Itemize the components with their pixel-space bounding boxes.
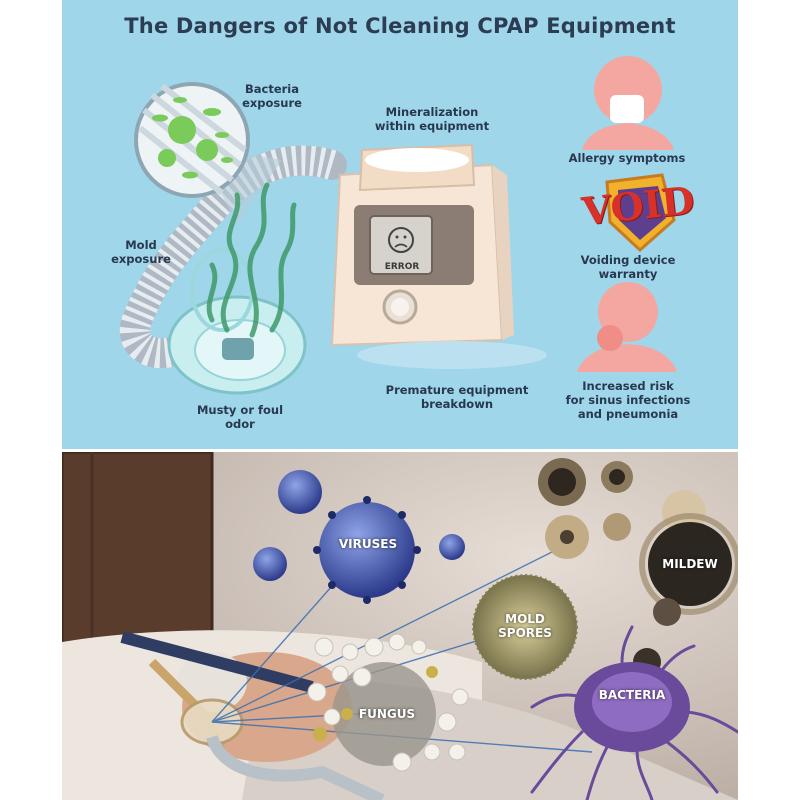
label-voiding-warranty: Voiding device warranty [580,253,676,281]
label-mold-exposure: Mold exposure [111,238,171,266]
photo-artwork [62,452,738,800]
cpap-dangers-illustration: The Dangers of Not Cleaning CPAP Equipme… [62,0,738,449]
label-mildew: MILDEW [662,557,718,571]
device-screen-error-text: ERROR [384,262,420,272]
bacteria-colony [530,625,738,800]
label-bacteria-exposure: Bacteria exposure [242,82,302,110]
label-mold-spores: MOLD SPORES [498,612,552,640]
cpap-mask [167,248,307,395]
allergy-person-illustration [582,56,674,150]
label-fungus: FUNGUS [358,707,416,721]
microbes-photo: VIRUSES MILDEW MOLD SPORES FUNGUS BACTER… [62,452,738,800]
label-mineralization: Mineralization within equipment [374,105,490,133]
sick-person-illustration [577,282,677,372]
void-warranty-shield [605,173,676,253]
label-viruses: VIRUSES [338,537,398,551]
label-increased-risk: Increased risk for sinus infections and … [565,379,691,421]
label-allergy-symptoms: Allergy symptoms [568,151,686,165]
virus-cluster [253,470,465,604]
cpap-device [330,143,547,369]
label-bacteria: BACTERIA [598,688,666,702]
illustration-artwork [119,56,677,395]
page-title: The Dangers of Not Cleaning CPAP Equipme… [124,14,676,38]
bacteria-magnifier [134,82,282,225]
fungus-cluster [307,633,469,772]
mold-spores-cluster [472,574,578,680]
label-musty-odor: Musty or foul odor [196,403,284,431]
mold-odor-wisps [206,182,297,338]
label-premature-breakdown: Premature equipment breakdown [385,383,529,411]
mildew-colony [538,458,738,676]
